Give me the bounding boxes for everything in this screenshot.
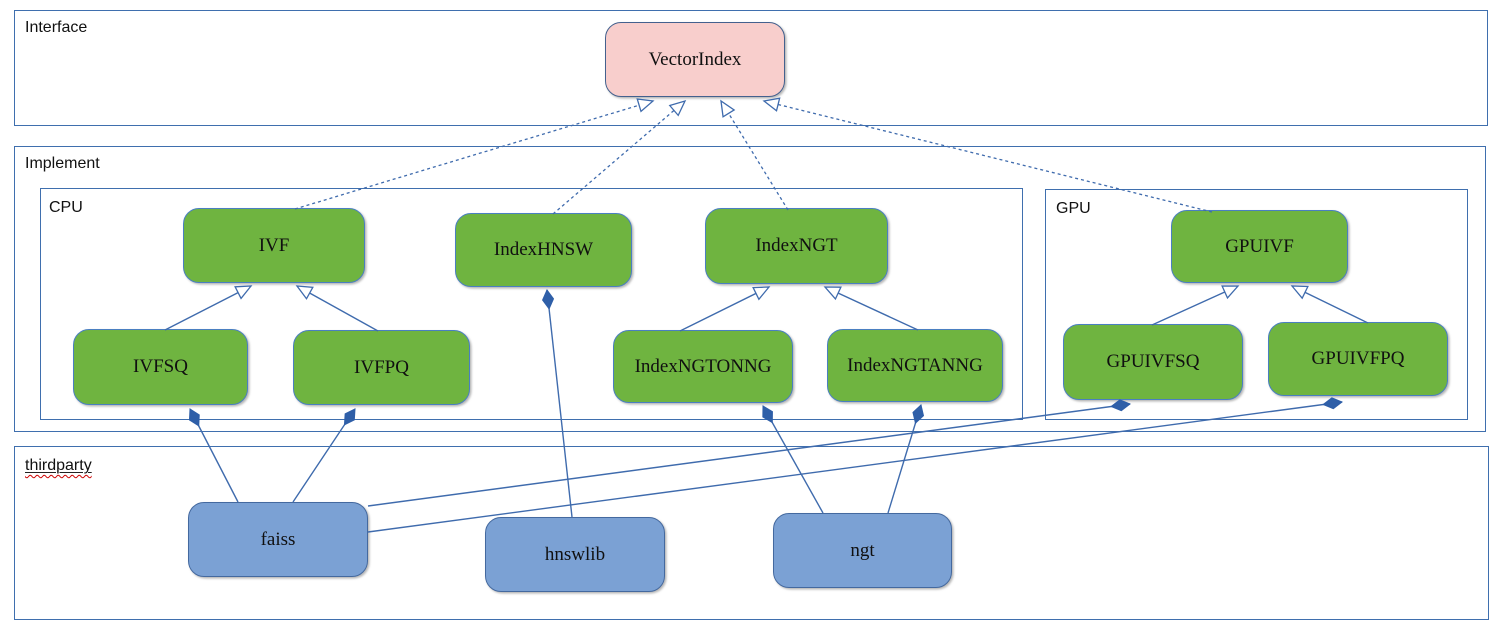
node-vectorindex: VectorIndex	[605, 22, 785, 97]
container-thirdparty-label: thirdparty	[25, 457, 92, 474]
node-ivf-label: IVF	[258, 234, 290, 256]
node-indexngtanng-label: IndexNGTANNG	[847, 354, 983, 376]
node-vectorindex-label: VectorIndex	[648, 48, 742, 70]
node-hnswlib-label: hnswlib	[544, 543, 606, 565]
node-indexngtonng-label: IndexNGTONNG	[634, 355, 772, 377]
container-gpu-label: GPU	[1056, 200, 1091, 217]
node-gpuivf-label: GPUIVF	[1225, 235, 1294, 257]
node-gpuivfsq: GPUIVFSQ	[1063, 324, 1243, 400]
node-indexhnsw-label: IndexHNSW	[493, 239, 594, 260]
node-indexngtanng: IndexNGTANNG	[827, 329, 1003, 402]
node-ivfsq-label: IVFSQ	[133, 356, 188, 377]
node-hnswlib: hnswlib	[485, 517, 665, 592]
node-ngt: ngt	[773, 513, 952, 588]
node-faiss: faiss	[188, 502, 368, 577]
node-indexngt-label: IndexNGT	[755, 235, 838, 256]
node-gpuivfpq-label: GPUIVFPQ	[1311, 348, 1405, 369]
node-ivfpq-label: IVFPQ	[354, 356, 409, 378]
node-ivf: IVF	[183, 208, 365, 283]
node-gpuivfsq-label: GPUIVFSQ	[1106, 351, 1200, 372]
node-indexngtonng: IndexNGTONNG	[613, 330, 793, 403]
node-ivfpq: IVFPQ	[293, 330, 470, 405]
node-ivfsq: IVFSQ	[73, 329, 248, 405]
node-indexngt: IndexNGT	[705, 208, 888, 284]
node-indexhnsw: IndexHNSW	[455, 213, 632, 287]
container-implement-label: Implement	[25, 155, 100, 172]
node-gpuivf: GPUIVF	[1171, 210, 1348, 283]
node-ngt-label: ngt	[850, 539, 875, 561]
node-faiss-label: faiss	[260, 528, 296, 550]
container-cpu-label: CPU	[49, 199, 83, 216]
node-gpuivfpq: GPUIVFPQ	[1268, 322, 1448, 396]
container-interface-label: Interface	[25, 19, 88, 36]
